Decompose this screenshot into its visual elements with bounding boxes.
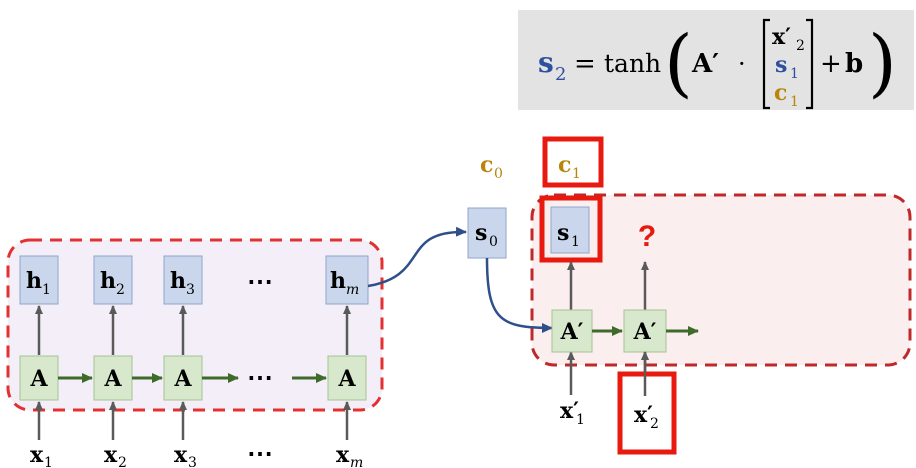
s1-highlight — [539, 195, 603, 263]
s0-var: s — [475, 220, 487, 246]
c0-sub: 0 — [494, 166, 503, 182]
curve-hm-to-s0 — [367, 226, 467, 288]
dec-input-2-var: x′ — [634, 402, 653, 428]
equation-box: s 2 = tanh ( A′ · x′ 2 s 1 c 1 + b ) — [518, 10, 914, 110]
eq-paren-close: ) — [868, 20, 897, 106]
s0-sub: 0 — [489, 234, 498, 250]
hidden-box-1 — [19, 255, 59, 305]
input-m-var: x — [336, 442, 350, 468]
c1-sub: 1 — [572, 166, 581, 182]
s0-box — [467, 207, 507, 259]
c1-highlight — [542, 136, 604, 188]
hidden-2-sub: 2 — [116, 282, 125, 298]
encoder-cell-3 — [163, 355, 203, 401]
hidden-1-sub: 1 — [42, 282, 51, 298]
decoder-cell-2 — [623, 309, 667, 353]
eq-bracket-right — [806, 18, 814, 110]
hidden-box-2 — [93, 255, 133, 305]
hidden-ellipsis: ⋯ — [247, 267, 273, 297]
input-2-sub: 2 — [118, 455, 127, 468]
encoder-cell-2-label: A — [103, 366, 122, 392]
hidden-box-m — [325, 255, 369, 305]
eq-paren-open: ( — [664, 20, 693, 106]
c0-var: c — [480, 152, 493, 178]
eq-bracket-left — [762, 18, 770, 110]
curve-s0-to-decoder-cell — [485, 257, 553, 333]
s1-sub: 1 — [571, 234, 580, 250]
encoder-cells: A A A ⋯ A — [19, 355, 367, 401]
eq-lhs-sub: 2 — [555, 64, 566, 85]
hidden-m-sub: m — [346, 282, 359, 298]
hidden-2-var: h — [100, 268, 116, 294]
hidden-3-sub: 3 — [186, 282, 195, 298]
eq-dot: · — [738, 50, 746, 78]
dec-input-1-var: x′ — [560, 398, 579, 424]
input-2-var: x — [104, 442, 118, 468]
encoder-cell-m — [327, 355, 367, 401]
dec-input-1-sub: 1 — [576, 412, 585, 428]
eq-plus: + — [820, 49, 842, 79]
input-1-sub: 1 — [44, 455, 53, 468]
input-1-var: x — [30, 442, 44, 468]
decoder-cell-2-label: A′ — [633, 319, 657, 345]
hidden-3-var: h — [170, 268, 186, 294]
eq-func: tanh — [604, 49, 661, 78]
encoder-cell-3-label: A — [173, 366, 192, 392]
eq-vec-x-var: x′ — [772, 24, 791, 50]
input-ellipsis: ⋯ — [247, 439, 273, 468]
hidden-1-var: h — [26, 268, 42, 294]
eq-bias: b — [845, 49, 863, 79]
eq-vec-c-var: c — [774, 80, 787, 106]
eq-vec-s-var: s — [775, 52, 787, 78]
input-m-sub: m — [350, 455, 363, 468]
encoder-cell-1-label: A — [29, 366, 48, 392]
eq-vec-c-sub: 1 — [790, 94, 799, 110]
s1-var: s — [557, 220, 569, 246]
encoder-inputs: x 1 x 2 x 3 ⋯ x m — [30, 439, 363, 468]
input-3-sub: 3 — [188, 455, 197, 468]
input-3-var: x — [174, 442, 188, 468]
eq-vec-x-sub: 2 — [796, 38, 805, 54]
encoder-cell-m-label: A — [337, 366, 356, 392]
decoder-cell-1-label: A′ — [560, 319, 584, 345]
eq-equals: = — [574, 49, 596, 79]
encoder-hidden-states: h 1 h 2 h 3 ⋯ h m — [19, 255, 369, 305]
eq-matrix: A′ — [691, 49, 719, 79]
eq-lhs-var: s — [538, 46, 554, 79]
cell-ellipsis: ⋯ — [247, 363, 273, 393]
question-mark: ? — [638, 220, 656, 253]
eq-vec-s-sub: 1 — [790, 66, 799, 82]
hidden-m-var: h — [330, 268, 346, 294]
dec-input-2-sub: 2 — [650, 416, 659, 432]
s1-box — [550, 206, 590, 254]
x2-highlight — [617, 371, 677, 455]
c1-var: c — [558, 152, 571, 178]
hidden-box-3 — [163, 255, 203, 305]
encoder-cell-2 — [93, 355, 133, 401]
